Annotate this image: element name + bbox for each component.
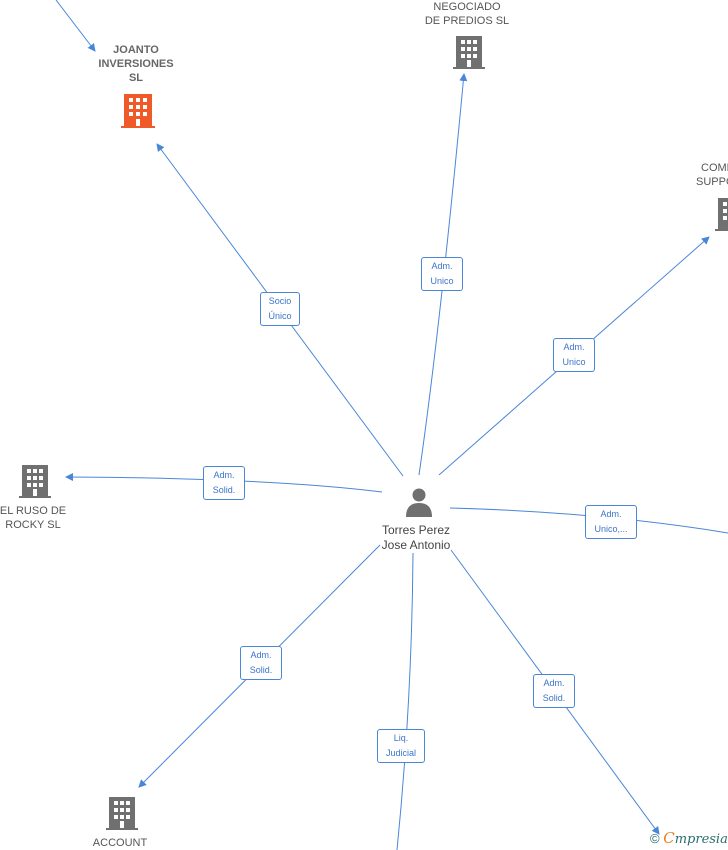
brand-initial: C — [663, 829, 675, 847]
edge-label-adm-unico-right[interactable]: Adm. Unico — [553, 338, 595, 372]
edge-label-socio[interactable]: Socio Único — [260, 292, 300, 326]
node-label-comp[interactable]: COMP SUPPO — [696, 162, 728, 188]
edge-label-adm-unico-top[interactable]: Adm. Unico — [421, 257, 463, 291]
edge-label-adm-solid-br[interactable]: Adm. Solid. — [533, 674, 575, 708]
edge-elruso — [65, 473, 383, 493]
edge-top-left-offscreen — [55, 0, 96, 52]
node-label-negociado[interactable]: NEGOCIADO DE PREDIOS SL — [424, 1, 510, 27]
brand-rest: mpresia — [674, 832, 728, 847]
building-icon[interactable] — [19, 465, 51, 498]
empresia-watermark: © Cmpresia — [650, 829, 728, 847]
building-icon[interactable] — [121, 94, 155, 128]
edge-bottom-offscreen — [396, 552, 414, 850]
copyright-symbol: © — [650, 831, 660, 846]
edge-label-adm-solid-bl[interactable]: Adm. Solid. — [240, 646, 282, 680]
building-icon[interactable] — [715, 198, 728, 231]
edge-negociado — [418, 73, 468, 476]
building-icon[interactable] — [106, 797, 138, 830]
edge-label-liq-judicial[interactable]: Liq. Judicial — [377, 729, 425, 763]
node-label-elruso[interactable]: EL RUSO DE ROCKY SL — [0, 505, 67, 531]
edge-label-adm-unico-etc[interactable]: Adm. Unico,... — [585, 505, 637, 539]
building-icon[interactable] — [453, 36, 485, 69]
center-person-label[interactable]: Torres Perez Jose Antonio — [381, 523, 451, 552]
node-label-joanto[interactable]: JOANTO INVERSIONES SL — [98, 44, 174, 84]
edge-label-adm-solid-left[interactable]: Adm. Solid. — [203, 466, 245, 500]
person-icon[interactable] — [406, 488, 432, 518]
node-label-account[interactable]: ACCOUNT — [92, 837, 148, 849]
